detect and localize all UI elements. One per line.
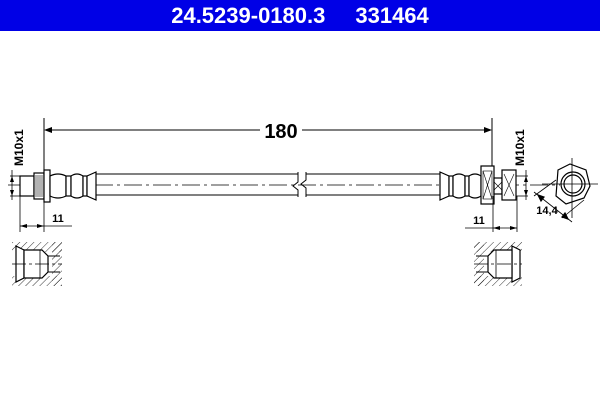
right-thread-label: M10x1	[513, 129, 527, 166]
left-fitting-length-label: 11	[52, 213, 64, 225]
right-port-section	[474, 242, 522, 286]
right-fitting-length-label: 11	[473, 215, 485, 227]
overall-length-dimension: 180	[43, 118, 493, 175]
left-fitting	[19, 169, 97, 203]
overall-length-label: 180	[264, 121, 297, 143]
part-number: 24.5239-0180.3	[171, 2, 326, 28]
hex-end-view	[533, 158, 598, 223]
left-port-section	[12, 242, 62, 286]
right-fitting	[439, 165, 517, 205]
left-thread-label: M10x1	[12, 129, 26, 166]
title-bar: 24.5239-0180.3 331464	[0, 0, 600, 31]
hex-size-label: 14,4	[536, 205, 558, 217]
left-fitting-length-dimension: 11	[19, 196, 72, 232]
right-thread-dimension: M10x1	[513, 129, 528, 200]
reference-number: 331464	[355, 2, 429, 28]
left-thread-dimension: M10x1	[10, 129, 26, 200]
right-fitting-length-dimension: 11	[465, 196, 518, 232]
